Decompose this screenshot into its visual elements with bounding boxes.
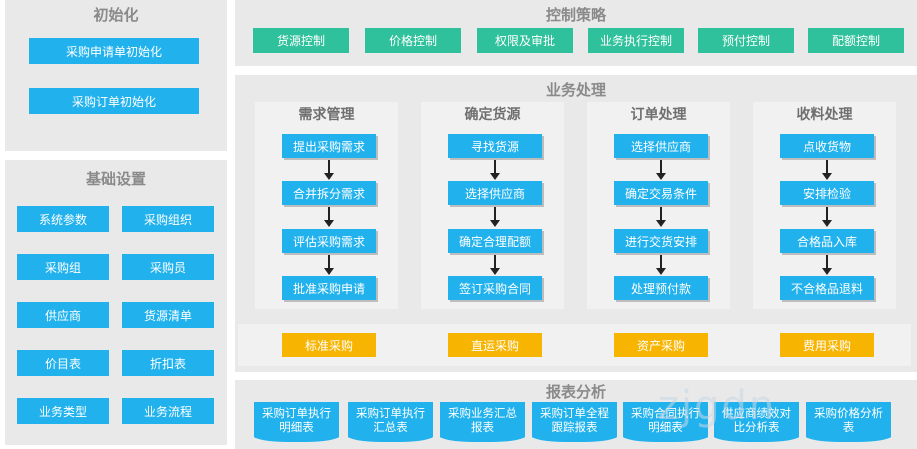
step-find-source[interactable]: 寻找货源: [448, 134, 542, 158]
direct-purchase-button[interactable]: 直运采购: [448, 333, 542, 357]
flow-arrow: [822, 207, 832, 227]
step-sign-contract[interactable]: 签订采购合同: [448, 276, 542, 300]
step-approve[interactable]: 批准采购申请: [282, 276, 376, 300]
basic-settings-title: 基础设置: [85, 170, 146, 188]
purchaser-button[interactable]: 采购员: [122, 254, 214, 280]
basic-settings-panel: 基础设置 系统参数 采购组织 采购组 采购员 供应商 货源清单 价目表 折扣表 …: [5, 160, 227, 445]
column-sourcing: 确定货源 寻找货源 选择供应商 确定合理配额 签订采购合同: [421, 102, 564, 309]
column-order: 订单处理 选择供应商 确定交易条件 进行交货安排 处理预付款: [587, 102, 730, 309]
flow-arrow: [324, 207, 334, 227]
report-order-summary[interactable]: 采购订单执行 汇总表: [348, 402, 433, 442]
init-panel: 初始化 采购申请单初始化 采购订单初始化: [5, 0, 227, 151]
discount-list-button[interactable]: 折扣表: [122, 350, 214, 376]
business-type-button[interactable]: 业务类型: [17, 398, 109, 424]
reports-title: 报表分析: [545, 383, 606, 401]
business-title: 业务处理: [545, 81, 606, 99]
step-inspection[interactable]: 安排检验: [780, 181, 874, 205]
purchase-org-button[interactable]: 采购组织: [122, 206, 214, 232]
step-select-supplier[interactable]: 选择供应商: [448, 181, 542, 205]
flow-arrow: [822, 160, 832, 180]
init-title: 初始化: [93, 6, 139, 24]
step-evaluate[interactable]: 评估采购需求: [282, 229, 376, 253]
column-order-title: 订单处理: [630, 107, 687, 123]
step-delivery[interactable]: 进行交货安排: [614, 229, 708, 253]
column-demand-title: 需求管理: [298, 107, 355, 123]
column-receiving: 收料处理 点收货物 安排检验 合格品入库 不合格品退料: [753, 102, 896, 309]
report-order-detail[interactable]: 采购订单执行 明细表: [254, 402, 339, 442]
step-quota[interactable]: 确定合理配额: [448, 229, 542, 253]
standard-purchase-button[interactable]: 标准采购: [282, 333, 376, 357]
control-strategy-title: 控制策略: [545, 6, 606, 24]
execution-control-button[interactable]: 业务执行控制: [588, 28, 684, 53]
control-strategy-panel: 控制策略 货源控制 价格控制 权限及审批 业务执行控制 预付控制 配额控制: [235, 0, 917, 66]
supplier-button[interactable]: 供应商: [17, 302, 109, 328]
flow-arrow: [324, 160, 334, 180]
source-control-button[interactable]: 货源控制: [253, 28, 349, 53]
quota-control-button[interactable]: 配额控制: [808, 28, 904, 53]
step-return[interactable]: 不合格品退料: [780, 276, 874, 300]
step-prepayment[interactable]: 处理预付款: [614, 276, 708, 300]
prepayment-control-button[interactable]: 预付控制: [698, 28, 794, 53]
step-merge-split[interactable]: 合并拆分需求: [282, 181, 376, 205]
report-order-tracking[interactable]: 采购订单全程 跟踪报表: [532, 402, 617, 442]
column-sourcing-title: 确定货源: [464, 107, 521, 123]
price-list-button[interactable]: 价目表: [17, 350, 109, 376]
flow-arrow: [490, 255, 500, 275]
flow-arrow: [822, 255, 832, 275]
report-price-analysis[interactable]: 采购价格分析 表: [806, 402, 891, 442]
asset-purchase-button[interactable]: 资产采购: [614, 333, 708, 357]
step-stock-in[interactable]: 合格品入库: [780, 229, 874, 253]
purchase-type-strip: 标准采购 直运采购 资产采购 费用采购: [238, 324, 911, 366]
flow-arrow: [656, 160, 666, 180]
flow-arrow: [656, 255, 666, 275]
step-trade-terms[interactable]: 确定交易条件: [614, 181, 708, 205]
report-business-summary[interactable]: 采购业务汇总 报表: [440, 402, 525, 442]
column-demand: 需求管理 提出采购需求 合并拆分需求 评估采购需求 批准采购申请: [255, 102, 398, 309]
init-purchase-order-button[interactable]: 采购订单初始化: [29, 88, 199, 114]
step-choose-supplier[interactable]: 选择供应商: [614, 134, 708, 158]
flow-arrow: [490, 207, 500, 227]
step-receive-goods[interactable]: 点收货物: [780, 134, 874, 158]
flow-arrow: [656, 207, 666, 227]
expense-purchase-button[interactable]: 费用采购: [780, 333, 874, 357]
flow-arrow: [324, 255, 334, 275]
flow-arrow: [490, 160, 500, 180]
report-supplier-performance[interactable]: 供应商绩效对 比分析表: [714, 402, 799, 442]
system-params-button[interactable]: 系统参数: [17, 206, 109, 232]
business-flow-button[interactable]: 业务流程: [122, 398, 214, 424]
watermark: zjgdn: [658, 383, 777, 429]
report-contract-detail[interactable]: 采购合同执行 明细表: [623, 402, 708, 442]
purchase-group-button[interactable]: 采购组: [17, 254, 109, 280]
price-control-button[interactable]: 价格控制: [365, 28, 461, 53]
column-receiving-title: 收料处理: [796, 107, 853, 123]
source-list-button[interactable]: 货源清单: [122, 302, 214, 328]
init-purchase-request-button[interactable]: 采购申请单初始化: [29, 38, 199, 64]
permission-approval-button[interactable]: 权限及审批: [477, 28, 573, 53]
step-raise-demand[interactable]: 提出采购需求: [282, 134, 376, 158]
